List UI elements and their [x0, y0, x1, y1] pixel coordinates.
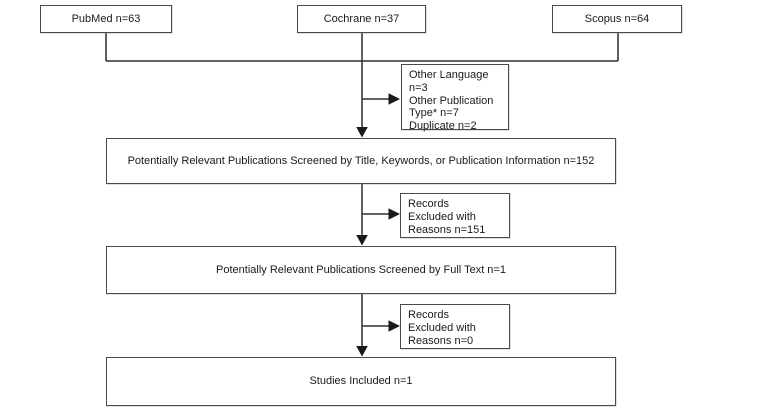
arrowhead-down-stage1 [356, 127, 368, 138]
stage-box-included: Studies Included n=1 [106, 357, 616, 406]
exclusion-box-initial: Other Language n=3 Other Publication Typ… [401, 64, 509, 132]
arrowhead-right-exclusion3 [388, 320, 400, 332]
exclusion-box-title-screening: Records Excluded with Reasons n=151 [400, 193, 510, 238]
stage-box-title-screening: Potentially Relevant Publications Screen… [106, 138, 616, 184]
exclusion-box-fulltext-screening: Records Excluded with Reasons n=0 [400, 304, 510, 349]
arrowhead-down-stage2 [356, 235, 368, 246]
source-box-cochrane: Cochrane n=37 [297, 5, 426, 33]
arrowhead-right-exclusion1 [388, 93, 400, 105]
source-box-pubmed: PubMed n=63 [40, 5, 172, 33]
source-box-scopus: Scopus n=64 [552, 5, 682, 33]
arrowhead-down-stage3 [356, 346, 368, 357]
arrowhead-right-exclusion2 [388, 208, 400, 220]
stage-box-fulltext-screening: Potentially Relevant Publications Screen… [106, 246, 616, 294]
